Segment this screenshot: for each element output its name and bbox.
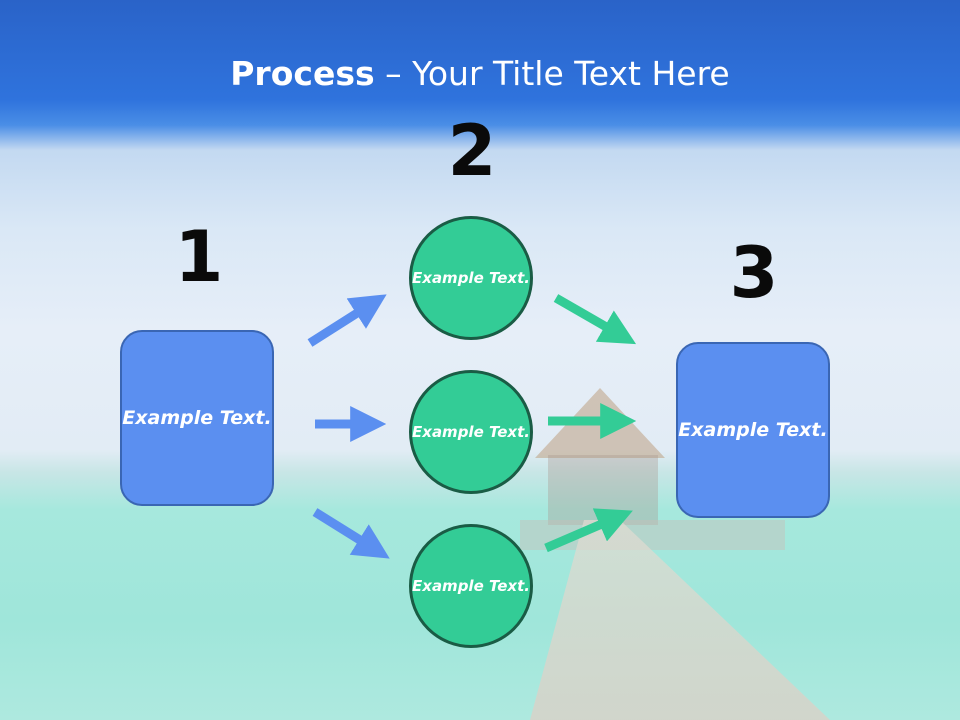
step-number-3: 3 [729, 232, 779, 314]
right-process-box[interactable]: Example Text. [676, 342, 830, 518]
arrow-top-to-right [553, 294, 637, 345]
arrow-bottom-to-right [544, 508, 633, 553]
left-process-box[interactable]: Example Text. [120, 330, 274, 506]
title-bold: Process [230, 54, 375, 93]
bottom-process-circle[interactable]: Example Text. [409, 524, 533, 648]
slide-title: Process – Your Title Text Here [0, 52, 960, 96]
title-rest: – Your Title Text Here [374, 54, 730, 93]
top-circle-text: Example Text. [412, 268, 530, 287]
middle-circle-text: Example Text. [412, 422, 530, 441]
middle-process-circle[interactable]: Example Text. [409, 370, 533, 494]
arrow-left-to-top [307, 294, 387, 347]
step-number-1: 1 [174, 216, 224, 298]
arrow-left-to-bottom [312, 508, 390, 559]
step-number-2: 2 [447, 110, 497, 192]
top-process-circle[interactable]: Example Text. [409, 216, 533, 340]
bottom-circle-text: Example Text. [412, 576, 530, 595]
left-box-text: Example Text. [122, 406, 272, 429]
right-box-text: Example Text. [678, 418, 828, 441]
